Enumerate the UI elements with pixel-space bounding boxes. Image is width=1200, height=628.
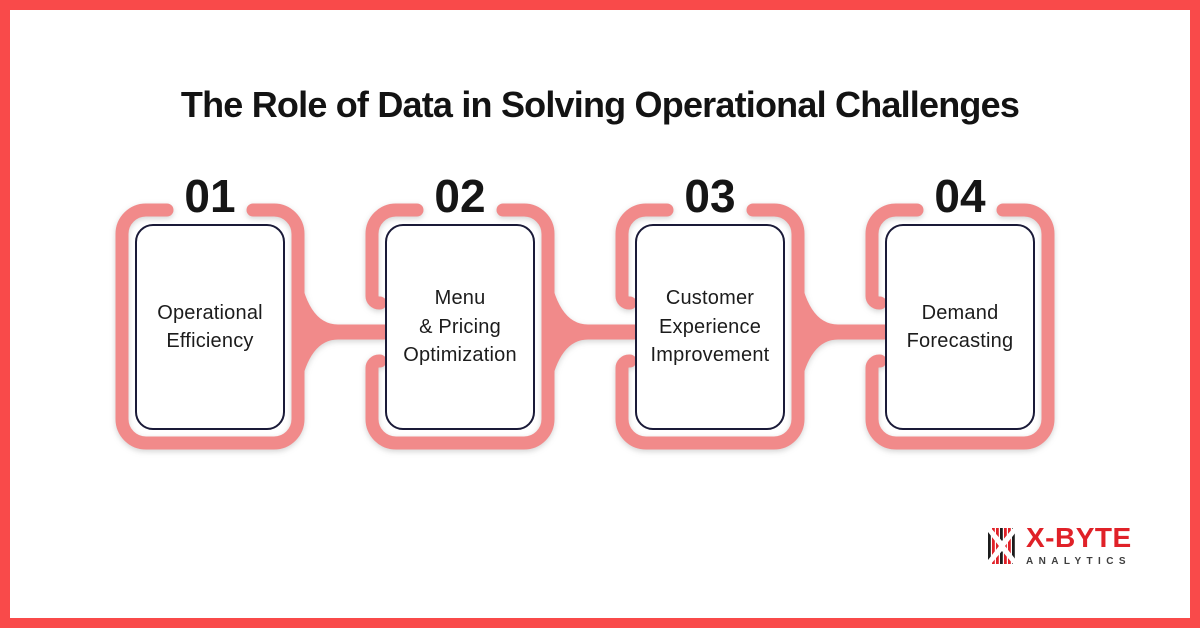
connector-shape bbox=[292, 263, 386, 401]
step-number: 02 bbox=[434, 170, 486, 222]
card-frame-shape bbox=[865, 203, 1055, 450]
card-frame-shape bbox=[615, 203, 805, 450]
step-card-4: 04 Demand Forecasting bbox=[865, 170, 1055, 455]
connector-shape bbox=[542, 263, 636, 401]
step-card-3: 03 Customer Experience Improvement bbox=[615, 170, 805, 455]
card-frame-shape bbox=[615, 203, 674, 310]
step-box: Demand Forecasting bbox=[885, 224, 1035, 430]
step-label: Customer Experience Improvement bbox=[650, 287, 770, 367]
brand-subtitle: ANALYTICS bbox=[1026, 556, 1131, 567]
step-label: Demand Forecasting bbox=[906, 301, 1014, 352]
step-card-2: 02 Menu & Pricing Optimization bbox=[365, 170, 555, 455]
step-number: 03 bbox=[684, 170, 736, 222]
card-frame-shape bbox=[365, 203, 424, 310]
connector-shape bbox=[792, 263, 886, 401]
brand-name: X-BYTE bbox=[1026, 522, 1132, 553]
step-number: 04 bbox=[934, 170, 986, 222]
step-number: 01 bbox=[184, 170, 236, 222]
card-frame-shape bbox=[365, 203, 555, 450]
step-label: Menu & Pricing Optimization bbox=[403, 287, 517, 367]
brand-logo: X-BYTE ANALYTICS bbox=[988, 524, 1132, 567]
step-box: Menu & Pricing Optimization bbox=[385, 224, 535, 430]
card-frame-shape bbox=[865, 203, 924, 310]
page-title: The Role of Data in Solving Operational … bbox=[180, 84, 1020, 126]
card-frame-shape bbox=[115, 203, 305, 450]
step-card-1: 01 Operational Efficiency bbox=[115, 170, 305, 455]
xbyte-logo-icon bbox=[988, 527, 1015, 564]
step-box: Customer Experience Improvement bbox=[635, 224, 785, 430]
step-label: Operational Efficiency bbox=[157, 301, 263, 352]
brand-text: X-BYTE ANALYTICS bbox=[1026, 522, 1132, 568]
step-box: Operational Efficiency bbox=[135, 224, 285, 430]
